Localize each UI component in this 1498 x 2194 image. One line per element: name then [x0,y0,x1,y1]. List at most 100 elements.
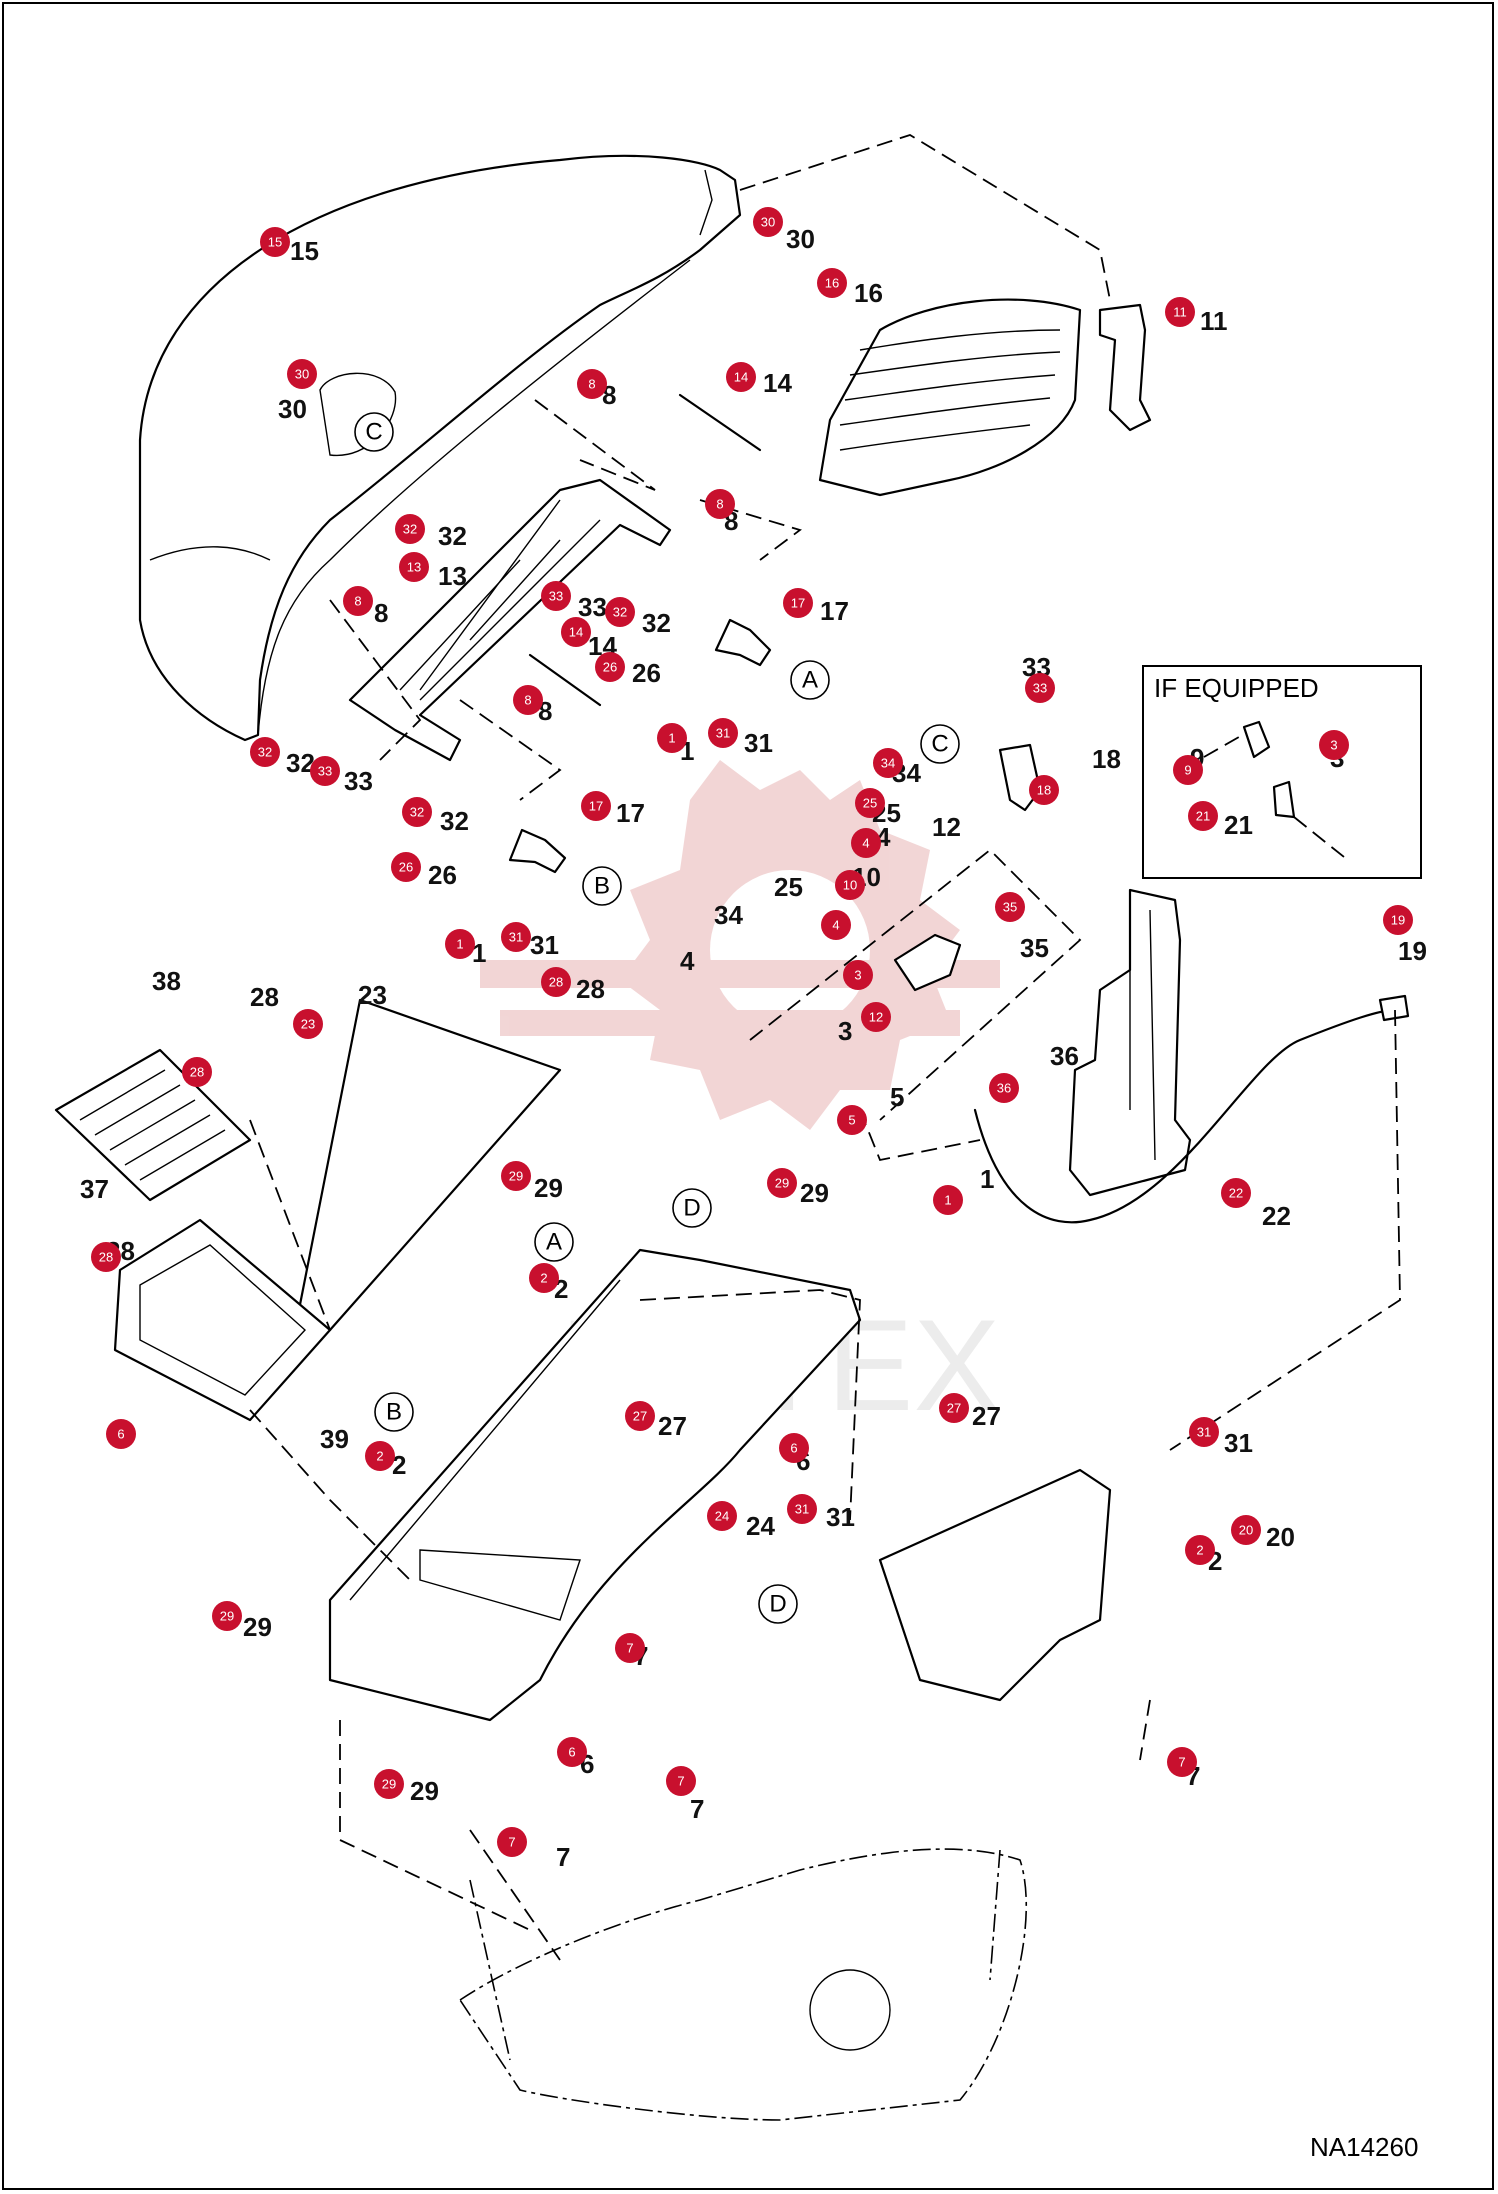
badge-8[interactable]: 8 [577,369,607,399]
badge-21[interactable]: 21 [1188,801,1218,831]
badge-28[interactable]: 28 [182,1057,212,1087]
badge-30[interactable]: 30 [287,359,317,389]
badge-7[interactable]: 7 [615,1633,645,1663]
part-number-29: 29 [534,1173,563,1203]
badge-18[interactable]: 18 [1029,775,1059,805]
badge-2[interactable]: 2 [1185,1535,1215,1565]
badge-17[interactable]: 17 [783,588,813,618]
hood-bracket-part [1098,303,1152,432]
badge-12[interactable]: 12 [861,1002,891,1032]
badge-17[interactable]: 17 [581,791,611,821]
badge-32[interactable]: 32 [605,597,635,627]
badge-32[interactable]: 32 [402,797,432,827]
badge-16[interactable]: 16 [817,268,847,298]
part-number-31: 31 [744,728,773,758]
part-number-25: 25 [774,872,803,902]
badge-28[interactable]: 28 [541,967,571,997]
badge-6[interactable]: 6 [106,1419,136,1449]
svg-text:3: 3 [1330,738,1337,753]
badge-22[interactable]: 22 [1221,1178,1251,1208]
badge-4[interactable]: 4 [851,828,881,858]
part-number-12: 12 [932,812,961,842]
badge-33[interactable]: 33 [541,581,571,611]
badge-27[interactable]: 27 [625,1401,655,1431]
badge-29[interactable]: 29 [374,1769,404,1799]
badge-10[interactable]: 10 [835,870,865,900]
badge-32[interactable]: 32 [395,514,425,544]
svg-text:26: 26 [603,660,617,675]
svg-text:25: 25 [863,796,877,811]
svg-text:7: 7 [626,1641,633,1656]
badge-36[interactable]: 36 [989,1073,1019,1103]
badge-24[interactable]: 24 [707,1501,737,1531]
badge-1[interactable]: 1 [445,929,475,959]
badge-29[interactable]: 29 [767,1168,797,1198]
badge-4[interactable]: 4 [821,910,851,940]
part-number-36: 36 [1050,1041,1079,1071]
badge-30[interactable]: 30 [753,207,783,237]
svg-text:C: C [365,419,382,446]
badge-28[interactable]: 28 [91,1242,121,1272]
svg-text:34: 34 [881,756,895,771]
part-number-20: 20 [1266,1522,1295,1552]
part-number-31: 31 [1224,1428,1253,1458]
badge-6[interactable]: 6 [557,1737,587,1767]
badge-14[interactable]: 14 [561,617,591,647]
hood-frame-part [348,478,672,762]
badge-1[interactable]: 1 [657,723,687,753]
svg-text:18: 18 [1037,783,1051,798]
section-marker-A: A [790,660,830,700]
badge-11[interactable]: 11 [1165,297,1195,327]
section-marker-A: A [534,1222,574,1262]
svg-text:6: 6 [790,1441,797,1456]
badge-20[interactable]: 20 [1231,1515,1261,1545]
badge-14[interactable]: 14 [726,362,756,392]
badge-15[interactable]: 15 [260,227,290,257]
badge-8[interactable]: 8 [343,586,373,616]
badge-33[interactable]: 33 [310,756,340,786]
badge-32[interactable]: 32 [250,737,280,767]
badge-9[interactable]: 9 [1173,755,1203,785]
svg-text:14: 14 [569,625,583,640]
part-number-28: 28 [250,982,279,1012]
badge-13[interactable]: 13 [399,552,429,582]
svg-text:7: 7 [1178,1755,1185,1770]
badge-26[interactable]: 26 [595,652,625,682]
svg-text:22: 22 [1229,1186,1243,1201]
badge-31[interactable]: 31 [708,718,738,748]
badge-5[interactable]: 5 [837,1105,867,1135]
badge-23[interactable]: 23 [293,1009,323,1039]
part-number-29: 29 [243,1612,272,1642]
svg-text:8: 8 [716,497,723,512]
badge-7[interactable]: 7 [1167,1747,1197,1777]
badge-1[interactable]: 1 [933,1185,963,1215]
badge-7[interactable]: 7 [666,1766,696,1796]
badge-2[interactable]: 2 [529,1263,559,1293]
badge-8[interactable]: 8 [513,685,543,715]
part-number-30: 30 [786,224,815,254]
badge-25[interactable]: 25 [855,788,885,818]
badge-33[interactable]: 33 [1025,673,1055,703]
badge-19[interactable]: 19 [1383,905,1413,935]
badge-31[interactable]: 31 [501,922,531,952]
badge-6[interactable]: 6 [779,1433,809,1463]
svg-text:32: 32 [403,522,417,537]
badge-31[interactable]: 31 [787,1494,817,1524]
badge-26[interactable]: 26 [391,852,421,882]
badge-3[interactable]: 3 [843,960,873,990]
svg-text:33: 33 [1033,681,1047,696]
badge-3[interactable]: 3 [1319,730,1349,760]
badge-2[interactable]: 2 [365,1441,395,1471]
part-number-7: 7 [690,1794,704,1824]
badge-31[interactable]: 31 [1189,1417,1219,1447]
badge-7[interactable]: 7 [497,1827,527,1857]
badge-34[interactable]: 34 [873,748,903,778]
badge-8[interactable]: 8 [705,489,735,519]
badge-35[interactable]: 35 [995,892,1025,922]
badge-27[interactable]: 27 [939,1393,969,1423]
section-marker-B: B [582,866,622,906]
badge-29[interactable]: 29 [212,1601,242,1631]
svg-text:32: 32 [410,805,424,820]
badge-29[interactable]: 29 [501,1161,531,1191]
svg-text:7: 7 [677,1774,684,1789]
